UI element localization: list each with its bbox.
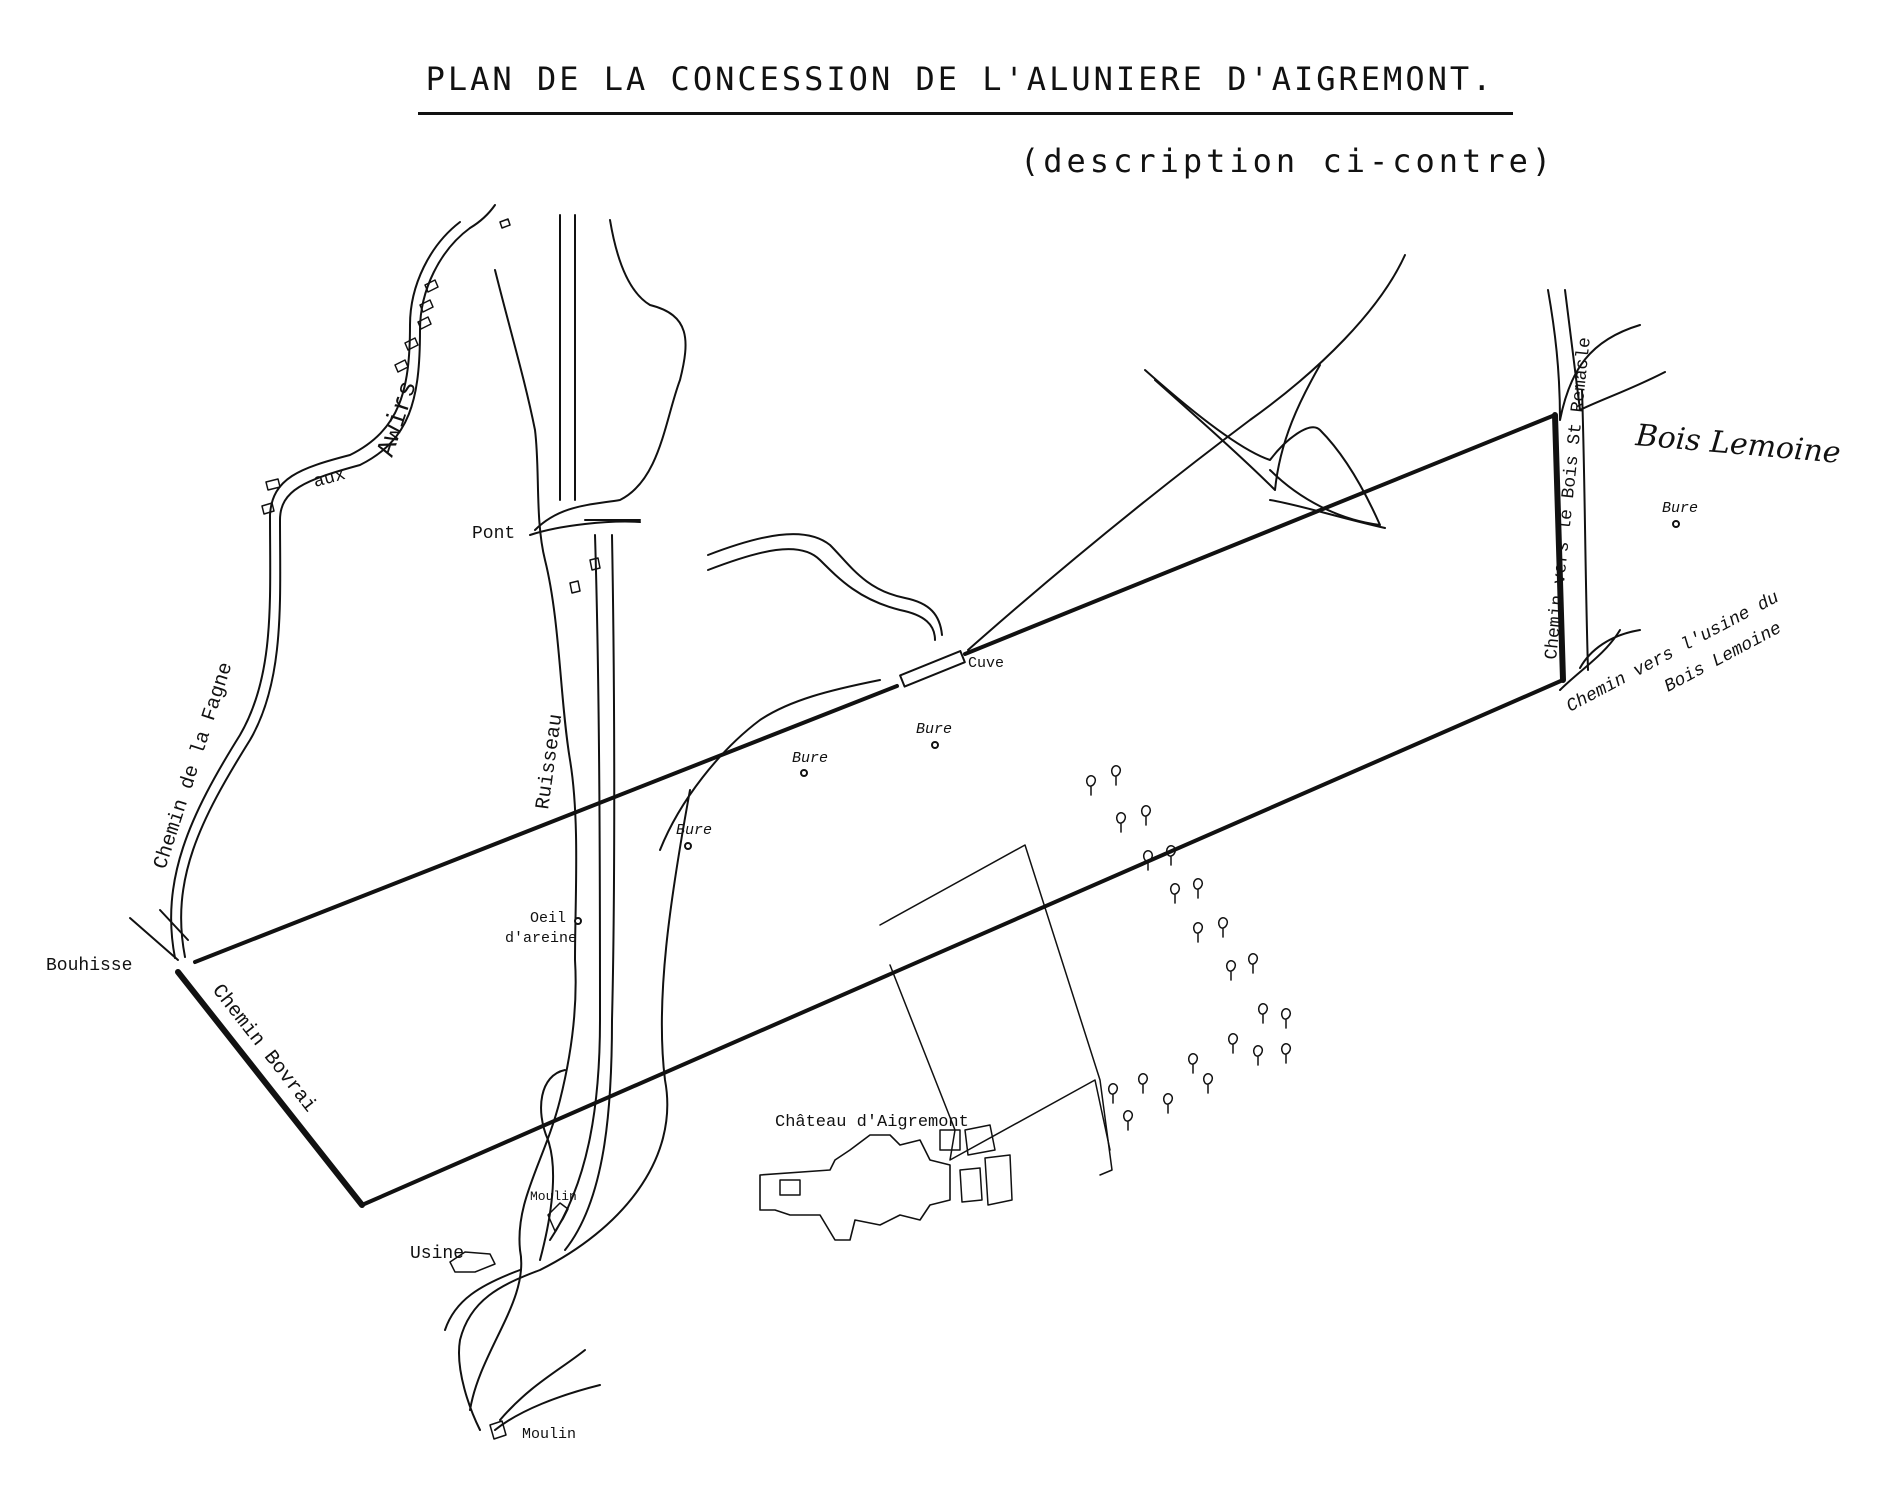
building-pont	[569, 557, 601, 594]
label-bois-lemoine: Bois Lemoine	[1633, 418, 1842, 471]
road-northeast-edge	[707, 533, 943, 636]
label-chemin-de-la-fagne: Chemin de la Fagne	[150, 660, 239, 873]
road-valley-2	[549, 534, 601, 1241]
chateau-wings	[779, 1124, 1013, 1206]
bure-marker	[931, 741, 939, 749]
label-awirs: Awirs	[371, 377, 424, 460]
label-ruisseau: Ruisseau	[532, 713, 568, 811]
tree-icons	[1085, 764, 1292, 1131]
road-bouhisse-branch-edge	[159, 909, 189, 941]
road-awirs-north	[469, 204, 496, 229]
title-underline	[418, 112, 1513, 115]
label-chemin-bovrai: Chemin Bovrai	[206, 980, 320, 1117]
path-northeast-loop-2	[1154, 364, 1386, 529]
cuve-marker	[899, 650, 966, 688]
oeil-marker	[574, 917, 582, 925]
chateau-building	[759, 1134, 951, 1241]
bure-marker	[1672, 520, 1680, 528]
label-moulin: Moulin	[522, 1426, 576, 1443]
road-usine-lemoine	[1559, 629, 1641, 691]
road-st-remacle	[1547, 289, 1641, 671]
path-northeast-loop	[1144, 369, 1381, 526]
road-northeast	[707, 548, 936, 641]
label-cuve: Cuve	[968, 655, 1004, 672]
stream-lower-edge	[444, 1269, 586, 1421]
building-awirs	[261, 218, 511, 515]
label-bure: Bure	[916, 721, 952, 738]
label-usine: Usine	[410, 1244, 464, 1264]
building-moulin-lower	[489, 1420, 507, 1440]
concession-boundary-bovrai	[175, 969, 365, 1208]
bure-marker	[684, 842, 692, 850]
label-oeil: Oeil	[530, 910, 566, 927]
road-chemin-de-la-fagne	[180, 227, 471, 958]
concession-boundary	[176, 413, 1565, 1207]
label-moulin: Moulin	[530, 1189, 577, 1204]
pont-road	[529, 520, 641, 536]
label-bure: Bure	[676, 822, 712, 839]
label-bure: Bure	[792, 750, 828, 767]
building-moulin-upper	[547, 1202, 569, 1232]
chateau-enclosure	[879, 844, 1113, 1176]
stream-ruisseau	[469, 269, 578, 1411]
chateau-enclosure-inner	[889, 964, 1111, 1161]
map-title: PLAN DE LA CONCESSION DE L'ALUNIERE D'AI…	[425, 60, 1495, 98]
map-subtitle: (description ci-contre)	[1020, 142, 1556, 180]
stream-ruisseau-west	[539, 1069, 566, 1261]
concession-boundary-east	[1552, 412, 1566, 683]
bure-marker	[800, 769, 808, 777]
valley-outline	[534, 219, 687, 531]
road-bouhisse-branch	[129, 917, 179, 961]
label-chateau: Château d'Aigremont	[775, 1113, 969, 1132]
road-st-remacle-edge	[1564, 289, 1666, 411]
label-pont: Pont	[472, 524, 515, 544]
label-chemin-st-remacle: Chemin vers le Bois St Remacle	[1542, 336, 1596, 660]
stream-lower	[458, 679, 881, 1431]
label-dareine: d'areine	[505, 930, 577, 947]
label-bouhisse: Bouhisse	[46, 956, 132, 976]
building-usine	[449, 1251, 496, 1273]
road-valley-3	[564, 534, 616, 1251]
road-chemin-de-la-fagne-edge	[170, 221, 461, 959]
label-bure: Bure	[1662, 500, 1698, 517]
path-northeast-long	[967, 254, 1406, 651]
road-valley-1	[559, 214, 576, 501]
label-aux: aux	[311, 465, 347, 493]
